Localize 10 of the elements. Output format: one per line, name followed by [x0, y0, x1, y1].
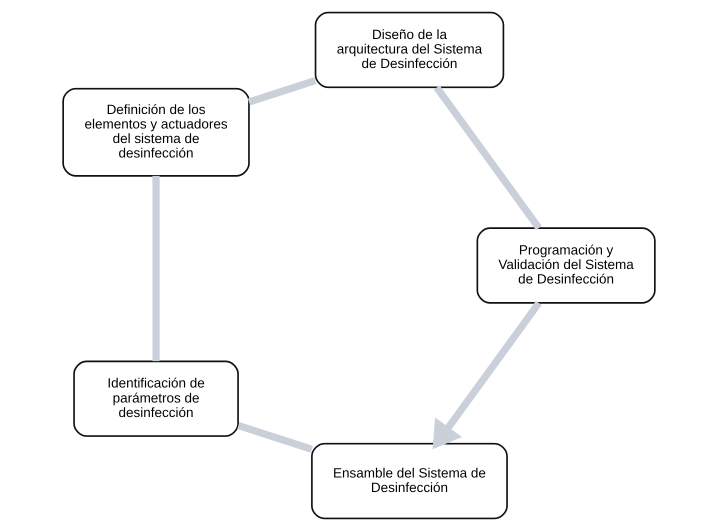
connector [247, 77, 316, 106]
node-box: Identificación de parámetros de desinfección [72, 360, 238, 437]
node-box: Diseño de la arquitectura del Sistema de Desinfección [314, 12, 504, 88]
connector [433, 85, 542, 230]
node-box: Definición de los elementos y actuadores del sistema de desinfección [62, 88, 250, 177]
node-box: Ensamble del Sistema de Desinfección [310, 442, 508, 520]
connector [236, 422, 312, 453]
connector [152, 176, 160, 362]
node-box: Programación y Validación del Sistema de Desinfección [476, 227, 656, 304]
arrow [432, 300, 542, 450]
